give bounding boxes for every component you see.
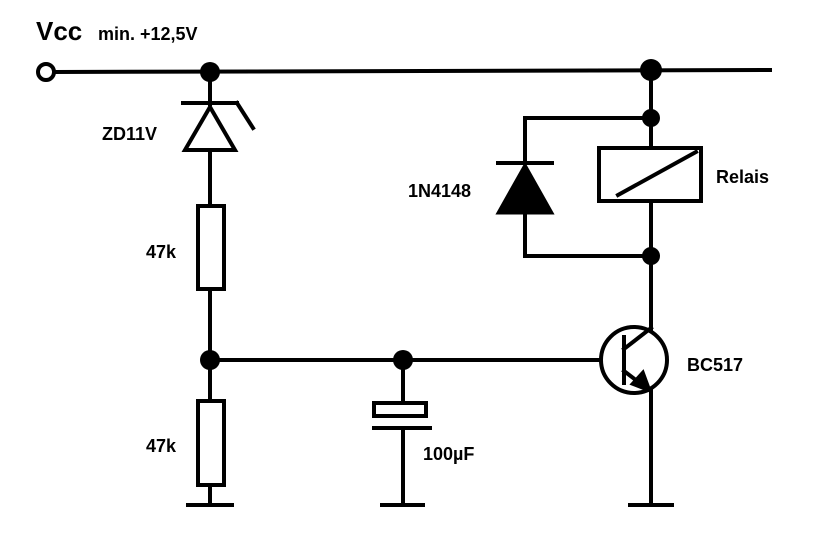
junction-dots [200, 59, 662, 370]
resistor-top-symbol [196, 204, 226, 291]
vcc-terminal [36, 62, 56, 82]
relay-coil-symbol [597, 146, 703, 203]
vcc-label: Vcc [36, 16, 83, 46]
flyback-diode-symbol [495, 161, 555, 215]
vcc-min-voltage-label: min. +12,5V [98, 24, 198, 44]
capacitor-symbol [372, 358, 432, 507]
transistor-symbol [599, 320, 674, 507]
diode-label: 1N4148 [408, 181, 472, 201]
transistor-label: BC517 [687, 355, 744, 375]
zener-label: ZD11V [102, 124, 158, 144]
relay-label: Relais [716, 167, 770, 187]
capacitor-label: 100µF [423, 444, 475, 464]
resistor-bottom-label: 47k [146, 436, 177, 456]
zener-diode-symbol [181, 100, 256, 152]
resistor-bottom-symbol [196, 399, 226, 487]
resistor-top-label: 47k [146, 242, 177, 262]
